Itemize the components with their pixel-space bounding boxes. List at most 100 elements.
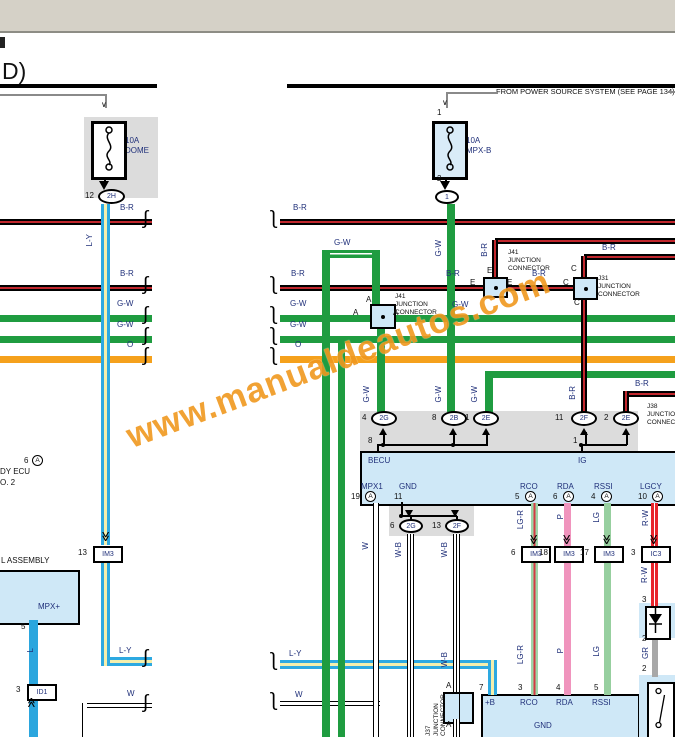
pin-5b: 5	[515, 492, 520, 501]
lbl-ly-left: L-Y	[119, 646, 132, 655]
junction-dot-2	[579, 443, 583, 447]
lbl-lgr1: LG-R	[516, 510, 525, 530]
j38-3: CONNECTOR	[647, 419, 675, 426]
lbl-wb-vert3: W-B	[440, 652, 449, 668]
circ-a-6: A	[563, 491, 574, 502]
p11-stub-v	[401, 502, 403, 516]
conn-ic3: IC3	[641, 546, 671, 563]
junction-dot-1	[451, 443, 455, 447]
blue-mpx-v	[29, 620, 38, 737]
pin-1-bus: 1	[573, 436, 578, 445]
arrow-feed-right: ∨	[442, 98, 448, 107]
pin-e1: E	[487, 266, 493, 275]
wire-break-1: ∫	[143, 274, 149, 295]
o-left	[0, 356, 152, 363]
pin-e3: E	[507, 278, 513, 287]
j37-line3: CONNECTOR	[440, 694, 447, 736]
chev-lgr: ≫	[527, 534, 539, 545]
chev-ly: ≫	[99, 531, 111, 542]
br-right-1	[280, 219, 675, 225]
gnd-title: GND	[534, 721, 552, 730]
pin-5-assy: 5	[21, 622, 26, 631]
bus-right	[581, 444, 627, 446]
switch-icon	[649, 687, 668, 736]
o-right	[280, 356, 675, 363]
wire-break-5: ∫	[143, 647, 149, 668]
window-titlebar	[0, 0, 675, 33]
lbl-l-wire: L	[26, 648, 35, 653]
wb-2f-v	[453, 534, 460, 692]
pin-a3: A	[393, 308, 399, 317]
rw-v1	[651, 503, 658, 547]
rw-v2	[651, 560, 658, 607]
pin-a-j37-top: A	[446, 681, 452, 690]
pin-3-diode: 3	[642, 595, 647, 604]
conn-2b: 2B	[441, 411, 467, 426]
fuse-dome-name: DOME	[125, 145, 149, 155]
junction-dot	[583, 286, 588, 291]
lbl-gw-j41a: G-W	[452, 300, 469, 309]
lbl-gw-vert3: G-W	[470, 386, 479, 403]
arrow-dome-out	[99, 181, 109, 190]
lbl-br-mid2: B-R	[532, 269, 546, 278]
fuse-mpxb-label: 10A MPX-B	[466, 136, 491, 155]
diode-box	[645, 606, 671, 640]
lbl-gw-right2: G-W	[290, 320, 307, 329]
j41e-3: CONNECTOR	[508, 265, 550, 272]
stem-2f	[585, 432, 587, 445]
j41a-2: JUNCTION	[395, 301, 428, 308]
feed-left-h	[0, 94, 106, 96]
pin-8-bus: 8	[368, 436, 373, 445]
p11-branch-h	[401, 515, 457, 517]
pin-1-2e: 1	[465, 413, 470, 422]
arrow-up-2f	[580, 428, 588, 435]
fuse-dome-box	[91, 121, 127, 180]
junction-dot	[381, 314, 385, 319]
ly-right-h	[280, 660, 495, 669]
fuse-dome-label: 10A DOME	[125, 136, 149, 155]
arrow-up-2b	[449, 428, 457, 435]
junction-j41-a-box	[370, 304, 396, 329]
lbl-gw-loop: G-W	[334, 238, 351, 247]
j31-3: CONNECTOR	[598, 291, 640, 298]
pin-10b: 10	[638, 492, 647, 501]
chev-id1: ≫	[26, 697, 38, 708]
junction-divider	[458, 694, 460, 722]
w-right-h	[280, 701, 380, 706]
wb-j37-below	[453, 719, 460, 737]
circ-a-4: A	[601, 491, 612, 502]
fuse-mpxb-name: MPX-B	[466, 145, 492, 155]
arrow-up-2g	[379, 428, 387, 435]
pin-2-fuse: 2	[437, 174, 442, 183]
w-left-v	[82, 703, 87, 737]
lbl-rw1: R-W	[641, 510, 650, 526]
becu-rda: RDA	[557, 482, 574, 491]
j41a-3: CONNECTOR	[395, 309, 437, 316]
conn-im3-left: IM3	[93, 546, 123, 563]
wire-break-10: ∫	[271, 325, 277, 346]
lbl-gw-left2: G-W	[117, 320, 134, 329]
wb-2g-v	[407, 534, 414, 737]
lbl-w-right: W	[295, 690, 303, 699]
br-j31-down	[581, 296, 587, 413]
ly-left-h	[101, 657, 152, 666]
feed-right-tail	[668, 91, 675, 93]
gw-right-2	[280, 336, 675, 343]
pin-c3: C	[574, 298, 580, 307]
assembly-box	[0, 570, 80, 625]
br-j41e-top-v	[492, 240, 498, 278]
wire-break-8: ∫	[271, 274, 277, 295]
circ-a-5: A	[525, 491, 536, 502]
gw-loop-left-v	[322, 250, 330, 737]
lbl-w-vert: W	[361, 542, 370, 550]
br-j31-top-h	[584, 254, 675, 260]
pin-a-j37-bot: A	[446, 720, 452, 729]
lbl-gw-vert2: G-W	[434, 386, 443, 403]
chev-lg: ≫	[600, 534, 612, 545]
wire-break-3: ∫	[143, 325, 149, 346]
w-19a-v	[373, 503, 379, 737]
becu-gnd: GND	[399, 482, 417, 491]
pin-12: 12	[85, 191, 94, 200]
arrow-feed-left: ∨	[101, 100, 107, 109]
